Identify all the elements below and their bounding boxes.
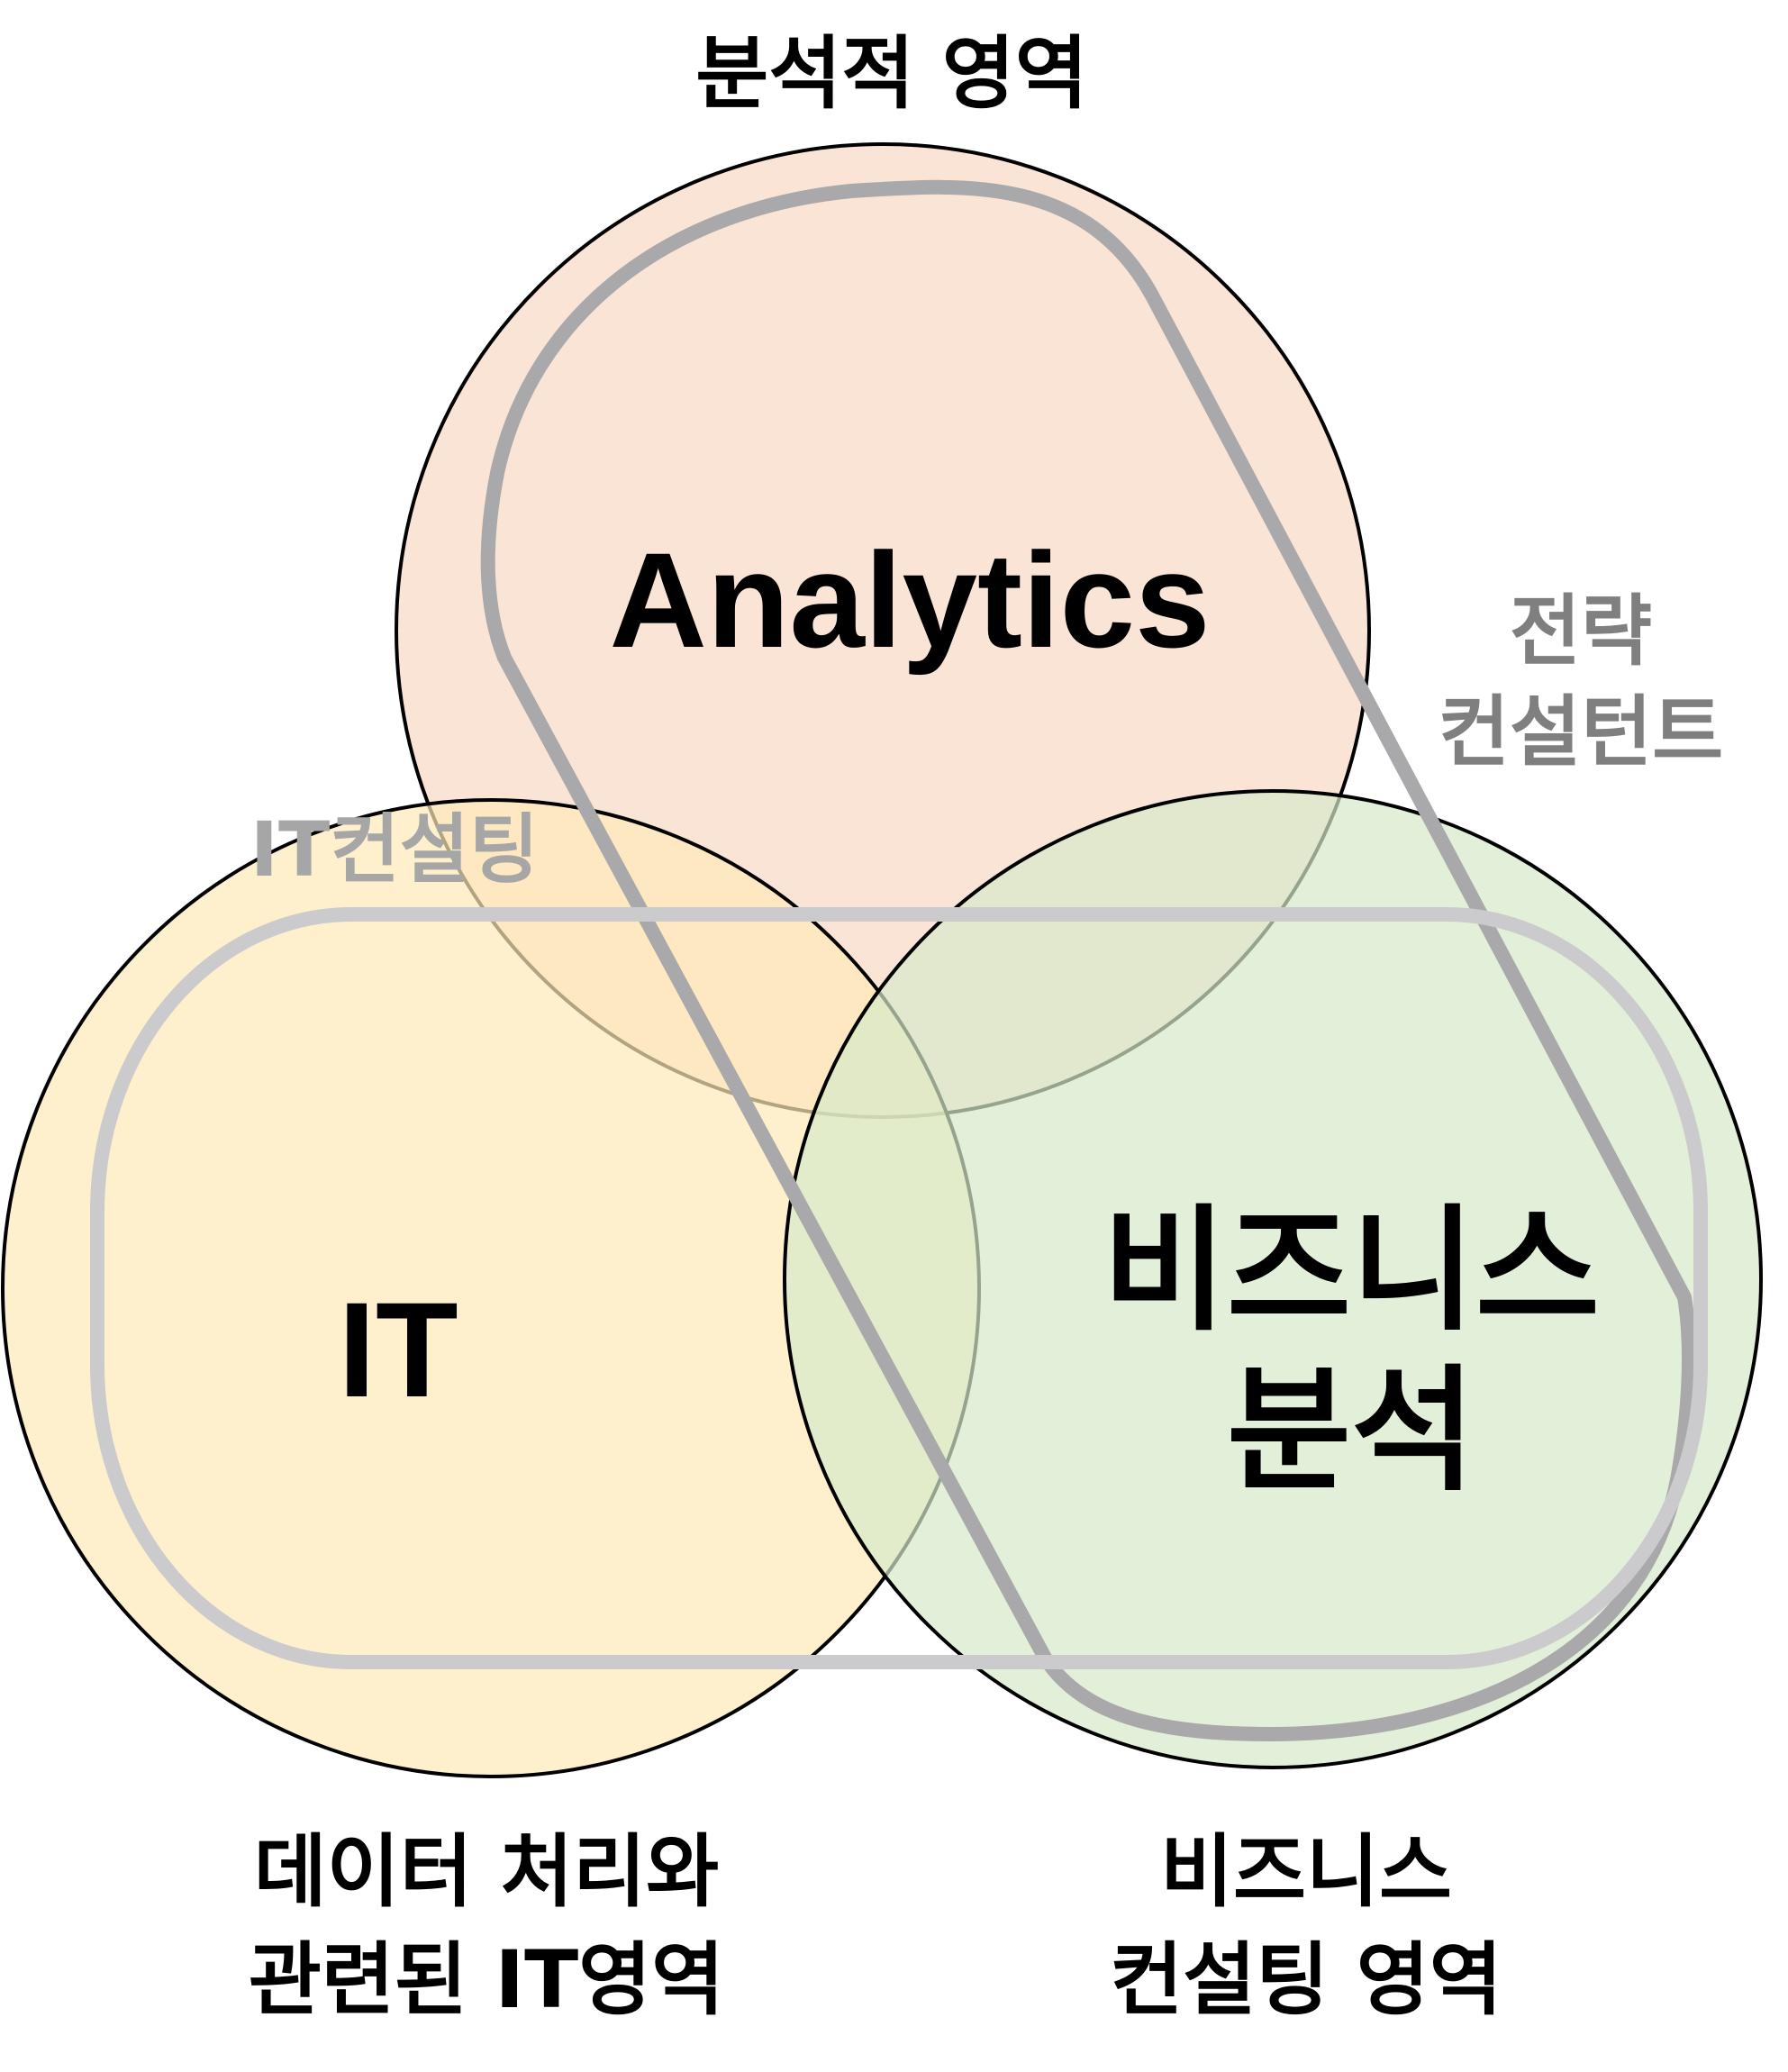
it-area-label-line1: 데이터 처리와 [254, 1825, 719, 1918]
it-consulting-loop [90, 907, 1708, 1669]
it-consulting-label: IT컨설팅 [250, 805, 539, 894]
business-consulting-area-label-line2: 컨설팅 영역 [1110, 1933, 1502, 2026]
business-circle [783, 789, 1763, 1769]
strategy-consultant-label-line2: 컨설턴트 [1439, 687, 1723, 777]
analytics-area-label: 분석적 영역 [695, 27, 1087, 120]
analytics-label: Analytics [610, 524, 1211, 676]
business-analysis-label-line2: 분석 [1227, 1353, 1475, 1510]
strategy-consultant-label-line1: 전략 [1510, 586, 1652, 677]
it-label: IT [338, 1274, 458, 1425]
business-consulting-area-label-line1: 비즈니스 [1160, 1825, 1452, 1918]
business-analysis-label-line1: 비즈니스 [1103, 1193, 1600, 1350]
it-area-label-line2: 관련된 IT영역 [249, 1933, 724, 2026]
